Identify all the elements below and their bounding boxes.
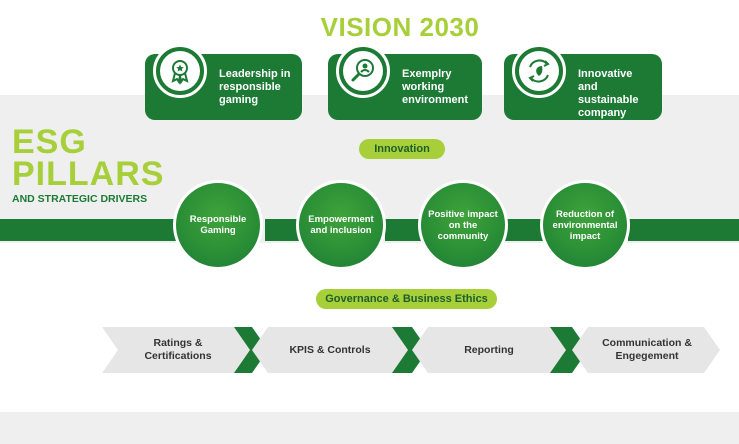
search-person-icon	[351, 59, 374, 82]
pillar-label: Reduction of environmental impact	[552, 208, 618, 242]
pillar-community: Positive impact on the community	[418, 180, 508, 270]
pillar-connector-right	[628, 219, 739, 241]
vision-card-label: Innovative and sustainable company	[578, 68, 639, 119]
pillar-responsible-gaming: Responsible Gaming	[173, 180, 263, 270]
esg-title-line2: PILLARS	[12, 155, 165, 193]
vision-card-label: Exemplry working environment	[402, 68, 469, 106]
stage-chevron-green	[392, 327, 428, 373]
governance-pill: Governance & Business Ethics	[316, 289, 497, 309]
award-icon	[171, 60, 189, 85]
stage-label-communication: Communication & Engegement	[602, 337, 692, 362]
pillar-connector	[385, 219, 421, 241]
vision-icon-frame	[153, 44, 207, 98]
pillar-environment: Reduction of environmental impact	[540, 180, 630, 270]
vision-card-innovative: Innovative and sustainable company	[504, 44, 662, 120]
vision-card-leadership: Leadership in responsible gaming	[145, 44, 302, 120]
pillar-label: Positive impact on the community	[428, 208, 498, 242]
vision-card-label: Leadership in responsible gaming	[219, 68, 291, 106]
eco-leaf-icon	[528, 59, 550, 83]
stage-label-kpis: KPIS & Controls	[289, 343, 371, 356]
pillar-connector-left	[0, 219, 178, 241]
pillar-label: Responsible Gaming	[189, 214, 247, 236]
stage-label-ratings: Ratings & Certifications	[144, 337, 212, 362]
bottom-background-band	[0, 412, 739, 444]
stage-chevron-green	[550, 327, 588, 373]
pillar-connector	[265, 219, 301, 241]
vision-icon-frame	[512, 44, 566, 98]
stage-arrow-kpis	[252, 327, 408, 373]
vision-icon-frame	[336, 44, 390, 98]
vision-card-working-environment: Exemplry working environment	[328, 44, 482, 120]
innovation-pill: Innovation	[359, 139, 445, 159]
stage-arrow-ratings	[102, 327, 252, 373]
vision-title: VISION 2030	[320, 12, 480, 42]
esg-title-line1: ESG	[12, 123, 87, 161]
pillar-empowerment: Empowerment and inclusion	[296, 180, 386, 270]
pillar-label: Empowerment and inclusion	[308, 214, 374, 236]
stage-chevron-green	[234, 327, 268, 373]
stage-arrow-communication	[572, 327, 720, 373]
stage-label-reporting: Reporting	[464, 343, 514, 356]
stage-arrow-reporting	[412, 327, 566, 373]
esg-subtitle: AND STRATEGIC DRIVERS	[12, 193, 148, 205]
pillar-connector	[505, 219, 545, 241]
